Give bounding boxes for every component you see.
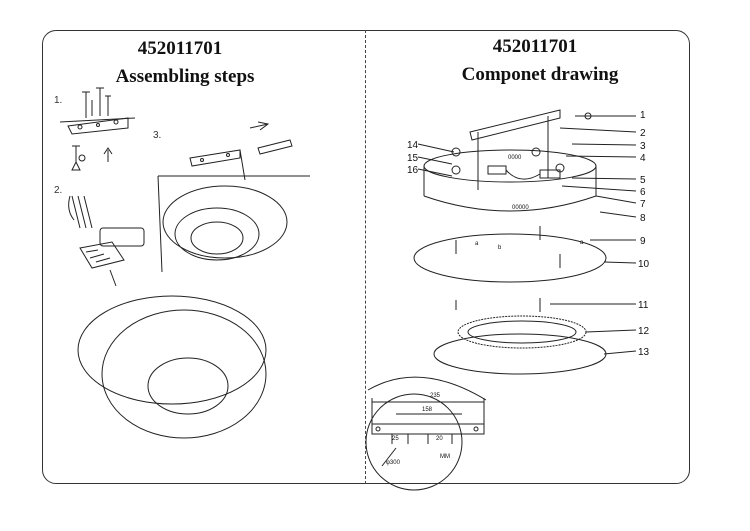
dim-slot-a: 25	[392, 436, 399, 442]
callout-13: 13	[638, 347, 650, 358]
sheet-frame	[42, 30, 690, 484]
step-1-label: 1.	[54, 95, 63, 106]
step-2-label: 2.	[54, 185, 63, 196]
left-model-number: 452011701	[137, 38, 223, 59]
finished-lamp-drawing	[77, 295, 267, 439]
right-model-number: 452011701	[492, 36, 578, 57]
callout-11: 11	[638, 300, 649, 311]
left-panel-title: Assembling steps	[115, 66, 255, 87]
callout-1: 1	[640, 110, 646, 121]
printed-marks: 235 158 25 20 φ300 MM 0000 00000 a b a	[386, 155, 584, 466]
callout-12: 12	[638, 326, 650, 337]
callout-16: 16	[407, 165, 419, 176]
callout-4: 4	[640, 153, 646, 164]
dim-overall: 235	[430, 393, 441, 399]
dim-unit: MM	[440, 454, 450, 460]
dim-hole-spacing: 158	[422, 407, 433, 413]
callout-10: 10	[638, 259, 650, 270]
callout-3: 3	[640, 141, 646, 152]
side-code-mark: 00000	[512, 205, 529, 211]
step-1-bracket-drawing	[59, 87, 136, 171]
diffuser-mark-b: b	[498, 245, 502, 251]
step-2-wiring-drawing	[68, 195, 145, 287]
callout-6: 6	[640, 187, 646, 198]
callout-2: 2	[640, 128, 646, 139]
callout-7: 7	[640, 199, 646, 210]
step-3-label: 3.	[153, 130, 162, 141]
panel-divider	[365, 30, 366, 484]
callout-5: 5	[640, 175, 646, 186]
dim-slot-b: 20	[436, 436, 443, 442]
callout-14: 14	[407, 140, 419, 151]
right-panel-title: Componet drawing	[461, 64, 619, 85]
callout-15: 15	[407, 153, 419, 164]
top-code-mark: 0000	[508, 155, 522, 161]
diffuser-mark-a2: a	[580, 240, 584, 246]
callout-9: 9	[640, 236, 646, 247]
step-3-mounting-drawing	[157, 121, 310, 273]
callout-8: 8	[640, 213, 646, 224]
dim-diameter: φ300	[386, 460, 401, 466]
dimension-inset	[365, 376, 487, 491]
component-exploded-drawing	[413, 109, 637, 375]
diffuser-mark-a: a	[475, 241, 479, 247]
